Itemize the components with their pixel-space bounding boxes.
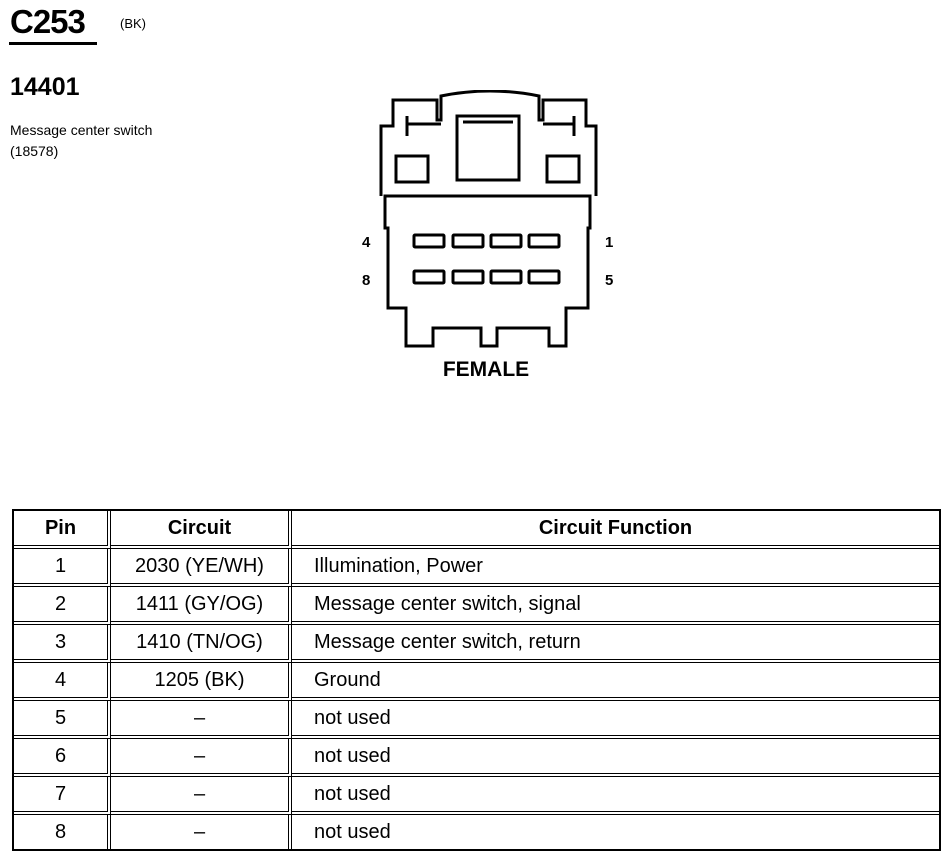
pin-cavity-4 <box>412 233 446 249</box>
table-row: 5 – not used <box>14 701 939 739</box>
cell-function: Message center switch, signal <box>292 587 939 625</box>
connector-face-diagram: 4 1 8 5 FEMALE <box>362 90 613 381</box>
cell-function: not used <box>292 701 939 739</box>
cell-circuit: – <box>111 701 292 739</box>
table-row: 3 1410 (TN/OG) Message center switch, re… <box>14 625 939 663</box>
cell-circuit: – <box>111 815 292 849</box>
table-row: 7 – not used <box>14 777 939 815</box>
cell-circuit: 2030 (YE/WH) <box>111 549 292 587</box>
cell-function: Ground <box>292 663 939 701</box>
table-row: 6 – not used <box>14 739 939 777</box>
cell-circuit: 1411 (GY/OG) <box>111 587 292 625</box>
pin-label-1: 1 <box>605 234 613 251</box>
cell-function: not used <box>314 821 391 843</box>
table-row: 1 2030 (YE/WH) Illumination, Power <box>14 549 939 587</box>
table-row: 4 1205 (BK) Ground <box>14 663 939 701</box>
connector-lock-tab <box>455 114 521 182</box>
pin-cavity-3 <box>451 233 485 249</box>
connector-view-label: FEMALE <box>443 358 529 381</box>
cell-circuit: – <box>111 777 292 815</box>
connector-color: (BK) <box>120 16 146 31</box>
cell-circuit: 1410 (TN/OG) <box>111 625 292 663</box>
pin-label-4: 4 <box>362 234 371 251</box>
connector-latch-inner <box>405 116 576 136</box>
cell-pin: 1 <box>14 549 111 587</box>
connector-id: C253 <box>10 3 86 40</box>
cell-pin: 3 <box>14 625 111 663</box>
component-name: Message center switch (18578) <box>10 122 153 159</box>
cell-pin: 7 <box>14 777 111 815</box>
table-header-row: Pin Circuit Circuit Function <box>14 511 939 549</box>
cell-pin: 5 <box>14 701 111 739</box>
connector-right-window <box>545 154 581 184</box>
connector-left-window <box>394 154 430 184</box>
cell-circuit: 1205 (BK) <box>111 663 292 701</box>
pin-cavity-8 <box>412 269 446 285</box>
header-circuit: Circuit <box>111 511 292 549</box>
pin-cavity-2 <box>489 233 523 249</box>
pin-cavity-7 <box>451 269 485 285</box>
pin-table-container: Pin Circuit Circuit Function 1 2030 (YE/… <box>12 509 941 851</box>
cell-pin: 4 <box>14 663 111 701</box>
pin-table: Pin Circuit Circuit Function 1 2030 (YE/… <box>12 509 941 851</box>
table-row: 2 1411 (GY/OG) Message center switch, si… <box>14 587 939 625</box>
cell-pin: 8 <box>14 815 111 849</box>
cell-circuit: – <box>111 739 292 777</box>
header-circuit-function: Circuit Function <box>292 511 939 549</box>
cell-function: Message center switch, return <box>292 625 939 663</box>
pin-cavity-1 <box>527 233 561 249</box>
pin-label-8: 8 <box>362 272 370 289</box>
connector-latch-outline <box>379 90 598 196</box>
cell-pin: 6 <box>14 739 111 777</box>
cell-function: not used <box>292 739 939 777</box>
table-row: 8 – not used <box>14 815 939 849</box>
connector-body-outline <box>383 194 592 348</box>
cell-function: Illumination, Power <box>292 549 939 587</box>
part-number: 14401 <box>10 73 80 101</box>
pin-cavity-5 <box>527 269 561 285</box>
cell-function: not used <box>292 777 939 815</box>
pin-label-5: 5 <box>605 272 613 289</box>
cell-pin: 2 <box>14 587 111 625</box>
connector-id-underline <box>9 42 97 45</box>
header-pin: Pin <box>14 511 111 549</box>
pin-cavity-6 <box>489 269 523 285</box>
